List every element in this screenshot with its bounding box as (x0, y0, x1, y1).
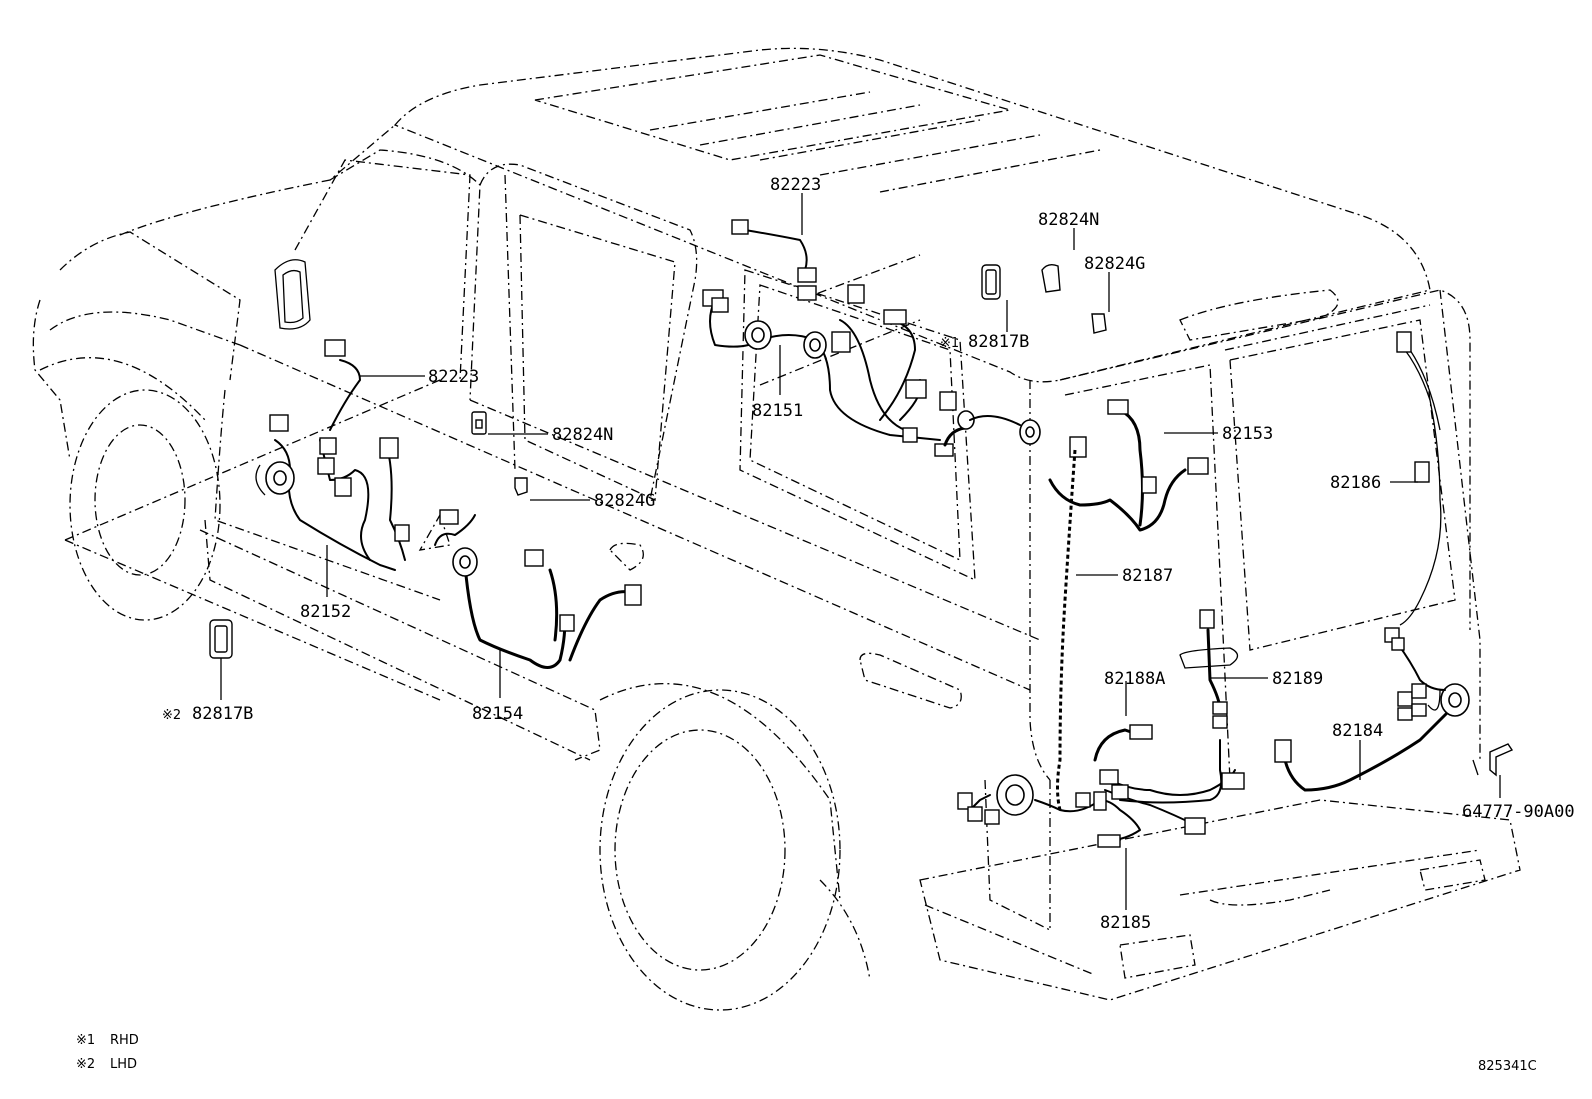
callout-82154: 82154 (472, 704, 523, 724)
callout-82223-top: 82223 (770, 175, 821, 195)
callout-82824N-roof: 82824N (1038, 210, 1099, 230)
callout-82817B-rhd: 82817B (968, 332, 1029, 352)
callout-82185: 82185 (1100, 913, 1151, 933)
callout-82817B-rhd-mark: ※1 (940, 336, 959, 351)
legend-text-2: LHD (110, 1057, 137, 1072)
callout-82184: 82184 (1332, 721, 1383, 741)
leader-lines (220, 193, 1501, 910)
wiring-harnesses (209, 219, 1514, 848)
callout-82151: 82151 (752, 401, 803, 421)
part-callouts: 82223 82824N 82824G ※1 82817B 82223 8282… (162, 175, 1575, 933)
figure-code: 825341C (1478, 1059, 1537, 1074)
vehicle-body-outline (32, 47, 1521, 1011)
legend-text-1: RHD (110, 1033, 139, 1048)
callout-82187: 82187 (1122, 566, 1173, 586)
callout-82824N-door: 82824N (552, 425, 613, 445)
callout-82186: 82186 (1330, 473, 1381, 493)
callout-82824G-roof: 82824G (1084, 254, 1145, 274)
side-mirror (274, 259, 311, 330)
callout-82824G-door: 82824G (594, 491, 655, 511)
callout-82817B-lhd-mark: ※2 (162, 708, 181, 723)
callout-82189: 82189 (1272, 669, 1323, 689)
callout-82152: 82152 (300, 602, 351, 622)
legend-mark-2: ※2 (76, 1057, 95, 1072)
legend-mark-1: ※1 (76, 1033, 95, 1048)
callout-82223-door: 82223 (428, 367, 479, 387)
legend: ※1 RHD ※2 LHD (76, 1033, 139, 1072)
callout-64777-90A00: 64777-90A00 (1462, 802, 1575, 822)
callout-82188A: 82188A (1104, 669, 1165, 689)
callout-82153: 82153 (1222, 424, 1273, 444)
callout-82817B-lhd: 82817B (192, 704, 253, 724)
